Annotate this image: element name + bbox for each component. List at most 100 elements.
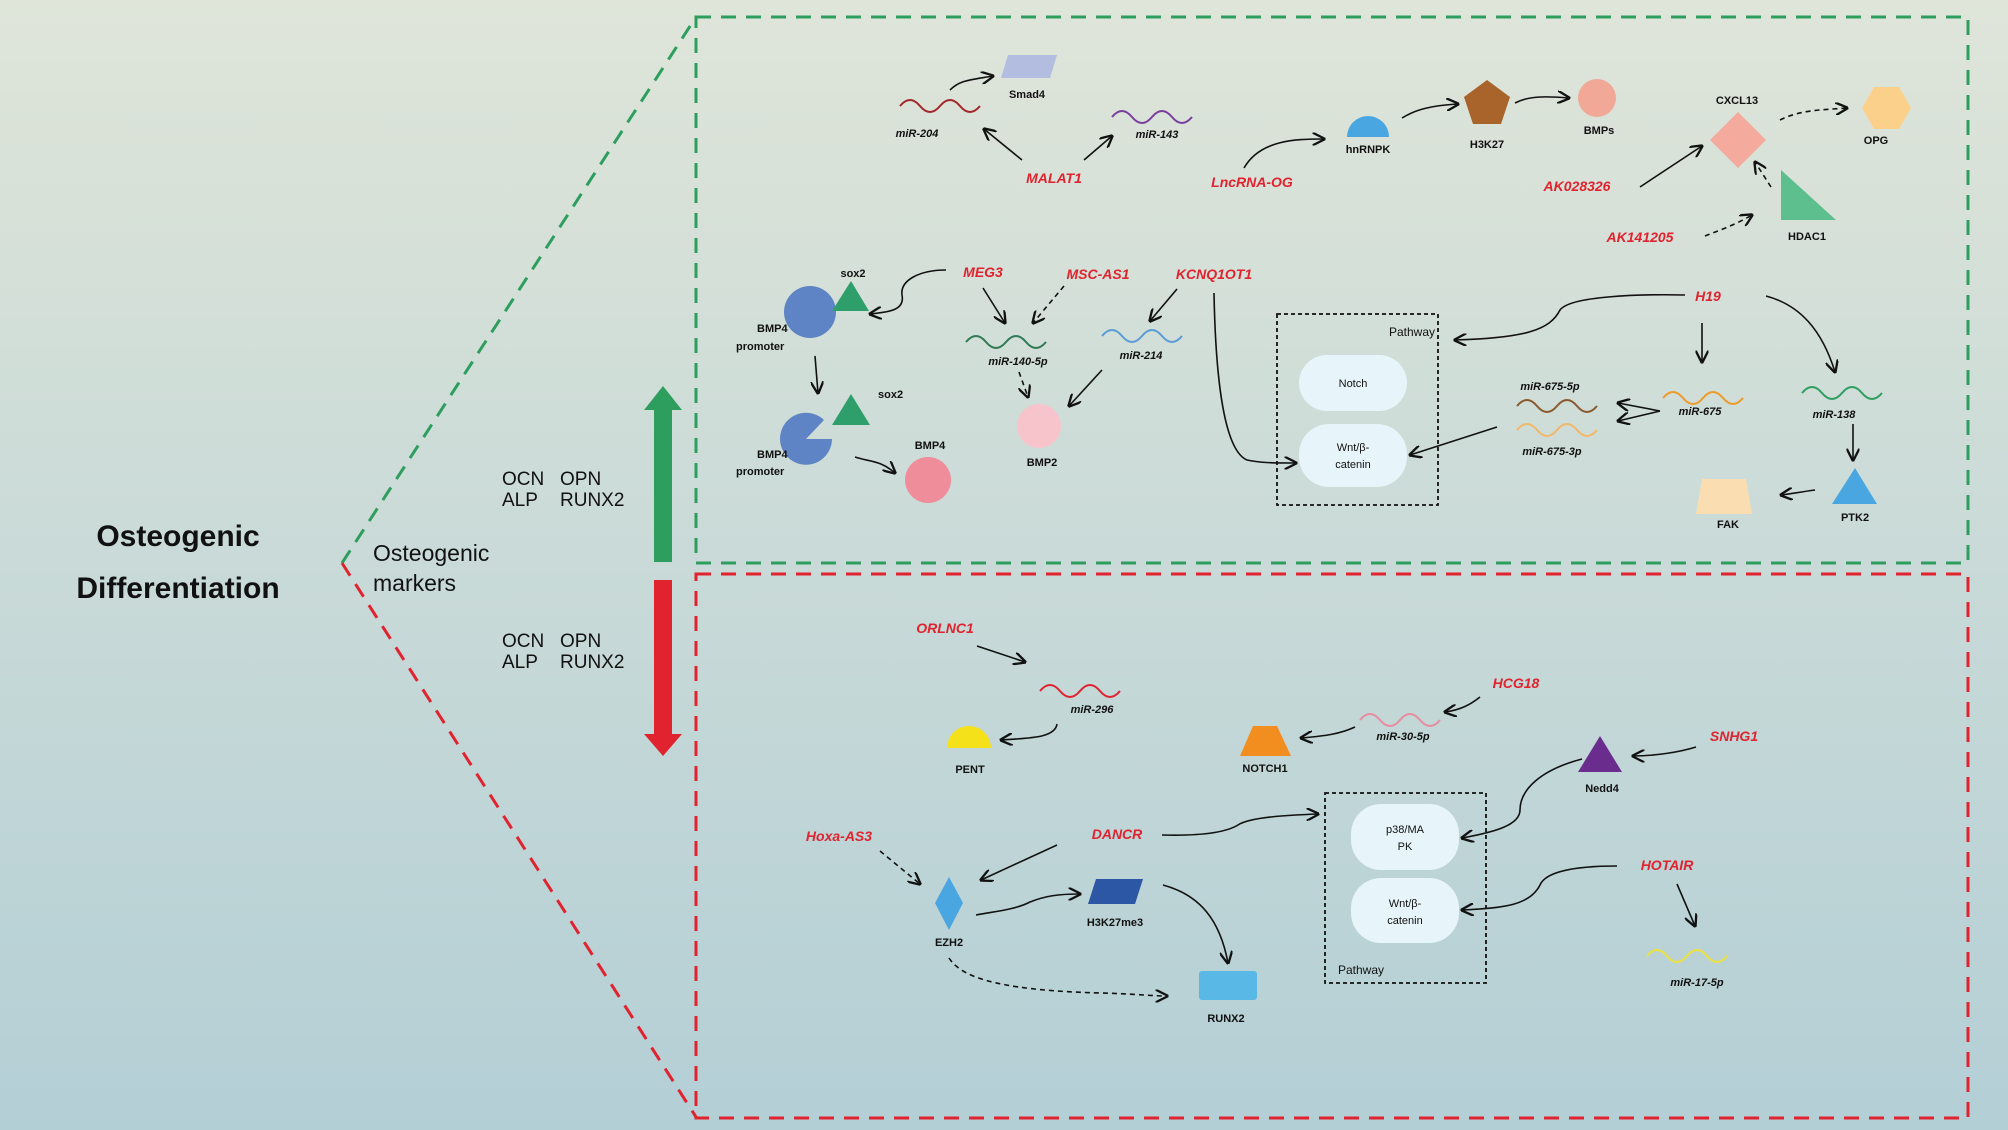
edge-hnrnpk-h3k27: [1401, 104, 1458, 119]
marker-ocn: OCN: [502, 469, 544, 490]
dancr-label: DANCR: [1092, 826, 1143, 842]
edge-ptk2-fak: [1781, 490, 1816, 495]
bmp4-promoter-label-upper-2: promoter: [736, 341, 785, 353]
mir-140-5p-wave: [965, 335, 1047, 349]
smad4-shape: [1001, 55, 1057, 78]
edge-mir140-bmp2: [1019, 371, 1028, 397]
marker-ocn: OCN: [502, 631, 544, 652]
bmp4-shape: [905, 457, 951, 503]
wnt-label-2: catenin: [1335, 459, 1370, 471]
edge-meg3-bmp4promoter: [870, 269, 947, 314]
bmp4-promoter-label-lower-1: BMP4: [757, 449, 788, 461]
edge-malat1-mir204: [984, 129, 1023, 161]
edge-h3k27-bmps: [1514, 97, 1569, 103]
mir-138-label: miR-138: [1813, 409, 1857, 421]
mir-30-5p-label: miR-30-5p: [1376, 731, 1429, 743]
pathway-label: Pathway: [1389, 325, 1435, 339]
h3k27-shape: [1464, 80, 1510, 124]
mir-675-5p-wave: [1516, 399, 1598, 413]
sox2-shape-upper: [832, 281, 869, 311]
edge-mir675-wnt: [1410, 426, 1498, 455]
hcg18-label: HCG18: [1493, 675, 1540, 691]
mir-675-wave: [1662, 391, 1744, 405]
runx2-label: RUNX2: [1207, 1013, 1244, 1025]
p38-mapk-label-2: PK: [1398, 841, 1413, 853]
edge-mir675-5p: [1618, 403, 1661, 412]
sox2-shape-lower: [832, 394, 870, 425]
mir-675-5p-label: miR-675-5p: [1520, 381, 1580, 393]
hdac1-label: HDAC1: [1788, 231, 1826, 243]
ezh2-label: EZH2: [935, 937, 963, 949]
ptk2-label: PTK2: [1841, 512, 1869, 524]
edge-h19-pathway: [1455, 293, 1686, 340]
hnrnpk-label: hnRNPK: [1346, 144, 1391, 156]
h3k27me3-shape: [1088, 879, 1143, 904]
h19-label: H19: [1695, 288, 1721, 304]
wnt-label-1: Wnt/β-: [1337, 442, 1370, 454]
mir-675-label: miR-675: [1679, 406, 1723, 418]
edge-orlnc1-mir296: [976, 645, 1025, 662]
p38-mapk-label-1: p38/MA: [1386, 824, 1425, 836]
mir-143-label: miR-143: [1136, 129, 1179, 141]
bmp4-promoter-label-lower-2: promoter: [736, 466, 785, 478]
title-line-2: Differentiation: [76, 572, 279, 605]
edge-mir30-notch1: [1301, 726, 1356, 738]
notch1-label: NOTCH1: [1242, 763, 1287, 775]
mir-296-label: miR-296: [1071, 704, 1115, 716]
smad4-label: Smad4: [1009, 89, 1046, 101]
notch1-shape: [1240, 726, 1291, 756]
bmp4-promoter-shape-lower: [780, 412, 832, 465]
pathway-box-border: [1324, 792, 1487, 984]
opg-label: OPG: [1864, 135, 1888, 147]
opg-shape: [1862, 87, 1911, 129]
funnel-line-bottom: [340, 562, 698, 1118]
marker-opn: OPN: [560, 631, 601, 652]
mir-143-wave: [1111, 110, 1193, 124]
inhibit-content: ORLNC1 miR-296 PENT HCG18 miR-30-5p NOTC…: [806, 620, 1758, 1025]
figure-title: Osteogenic Differentiation: [76, 520, 279, 605]
pathway-label: Pathway: [1338, 963, 1384, 977]
ptk2-shape: [1832, 468, 1877, 504]
mir-30-5p-wave: [1359, 713, 1441, 727]
cxcl13-shape: [1710, 112, 1766, 168]
bmp2-shape: [1017, 404, 1061, 448]
marker-alp: ALP: [502, 490, 538, 511]
edge-bmp4promoter-lower: [815, 355, 818, 393]
mir-675-3p-label: miR-675-3p: [1522, 446, 1582, 458]
notch-pill: [1299, 355, 1407, 411]
edge-meg3-mir140: [982, 287, 1005, 323]
fak-shape: [1696, 479, 1752, 514]
mir-296-wave: [1039, 684, 1121, 698]
edge-h19-mir138: [1765, 295, 1835, 372]
hotair-label: HOTAIR: [1641, 857, 1695, 873]
sox2-label-upper: sox2: [840, 268, 865, 280]
hoxa-as3-label: Hoxa-AS3: [806, 828, 872, 844]
edge-snhg1-nedd4: [1633, 746, 1697, 756]
edge-mir204-smad4: [949, 76, 993, 91]
wnt-label-1: Wnt/β-: [1389, 898, 1422, 910]
edge-nedd4-p38: [1462, 758, 1583, 838]
ak141205-label: AK141205: [1606, 229, 1674, 245]
bmp4-label: BMP4: [915, 440, 946, 452]
mir-204-label: miR-204: [896, 128, 939, 140]
mir-214-wave: [1101, 329, 1183, 343]
edge-dancr-ezh2: [981, 844, 1058, 880]
bmp4-promoter-shape-upper: [784, 286, 836, 338]
lower-markers: OCN OPN ALP RUNX2: [502, 631, 624, 673]
edge-mir675-3p: [1618, 410, 1661, 421]
sox2-label-lower: sox2: [878, 389, 903, 401]
nedd4-shape: [1578, 736, 1622, 772]
edge-h3k27me3-runx2: [1162, 884, 1228, 963]
edge-dancr-p38: [1161, 814, 1318, 836]
edge-lncrnaog-hnrnpk: [1243, 139, 1324, 169]
down-arrow: [644, 580, 682, 756]
promote-pathway-box: Pathway Notch Wnt/β- catenin: [1276, 313, 1439, 506]
edge-ak141205-hdac1: [1704, 215, 1752, 237]
msc-as1-label: MSC-AS1: [1066, 266, 1129, 282]
marker-alp: ALP: [502, 652, 538, 673]
wnt-pill: [1299, 424, 1407, 487]
mir-675-3p-wave: [1516, 423, 1598, 437]
